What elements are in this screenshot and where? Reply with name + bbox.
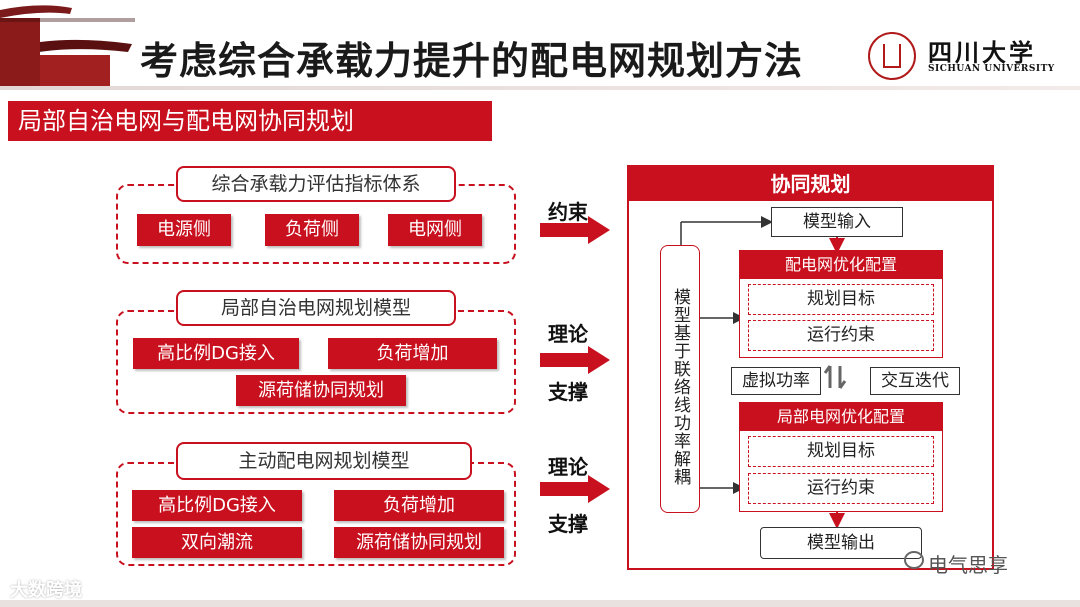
university-name-en: SICHUAN UNIVERSITY [928,64,1055,74]
item-source-side: 电源侧 [137,214,231,246]
university-seal-icon [868,32,916,80]
item-high-dg: 高比例DG接入 [133,338,299,369]
arrow3-label-top: 理论 [548,455,588,479]
item-grid-side: 电网侧 [388,214,482,246]
bottom-decoration [0,600,1080,607]
page-title: 考虑综合承载力提升的配电网规划方法 [140,39,804,83]
dist-goal: 规划目标 [748,284,934,315]
item-load-side: 负荷侧 [265,214,359,246]
dist-opt-title: 配电网优化配置 [740,251,942,279]
item-load-increase: 负荷增加 [328,338,497,369]
dist-constraint: 运行约束 [748,320,934,351]
wechat-icon [904,551,924,569]
arrow-right-icon [540,346,612,374]
item-load-increase-2: 负荷增加 [334,490,504,521]
section-title: 局部自治电网与配电网协同规划 [8,101,492,141]
watermark-right: 电气思享 [928,553,1008,577]
decoupling-method-box: 模型基于联络线功率解耦 [660,245,700,513]
panel-title: 协同规划 [629,167,992,201]
local-constraint: 运行约束 [748,473,934,504]
iteration-box: 交互迭代 [870,367,960,395]
model-input-box: 模型输入 [771,207,903,237]
arrow3-label-bottom: 支撑 [548,512,588,536]
arrow-right-icon [540,216,612,244]
item-bidirectional-flow: 双向潮流 [132,527,302,558]
arrow-right-icon [540,475,612,503]
local-opt-title: 局部电网优化配置 [740,403,942,431]
virtual-power-box: 虚拟功率 [731,367,821,395]
local-goal: 规划目标 [748,436,934,467]
university-name-cn: 四川大学 [928,38,1036,67]
watermark-left: 大数跨境 [10,580,82,601]
arrow1-label: 约束 [548,200,588,224]
model-output-box: 模型输出 [760,527,922,559]
arrow2-label-top: 理论 [548,322,588,346]
group-capacity-index-title: 综合承载力评估指标体系 [176,166,456,202]
item-source-load-storage: 源荷储协同规划 [236,375,406,406]
header-divider [0,86,1080,90]
group-local-grid-model-title: 局部自治电网规划模型 [176,290,456,326]
item-high-dg-2: 高比例DG接入 [132,490,302,521]
group-active-dist-model-title: 主动配电网规划模型 [176,442,472,480]
arrow2-label-bottom: 支撑 [548,380,588,404]
item-source-load-storage-2: 源荷储协同规划 [334,527,504,558]
roof-decoration [0,5,135,88]
